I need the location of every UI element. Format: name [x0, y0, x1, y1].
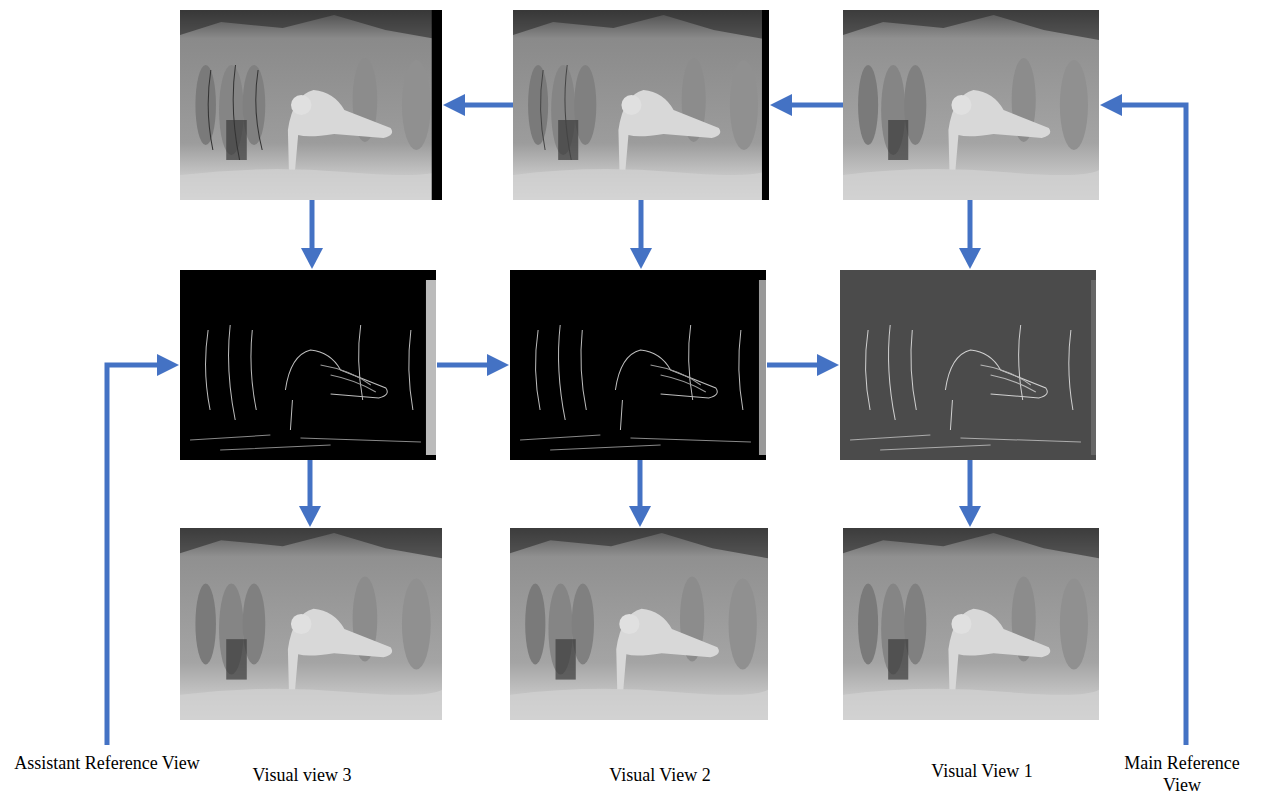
- view-label: Visual view 3: [200, 764, 404, 786]
- difference-map: [180, 270, 1096, 460]
- view-label: Main Reference View: [1105, 752, 1259, 796]
- refined-depth-map: [180, 528, 1099, 720]
- view-label: Visual View 2: [558, 764, 762, 786]
- view-label: Assistant Reference View: [10, 752, 204, 774]
- view-label: Visual View 1: [880, 760, 1084, 782]
- depth-map: [180, 10, 1099, 200]
- flow-arrows: [107, 94, 1186, 745]
